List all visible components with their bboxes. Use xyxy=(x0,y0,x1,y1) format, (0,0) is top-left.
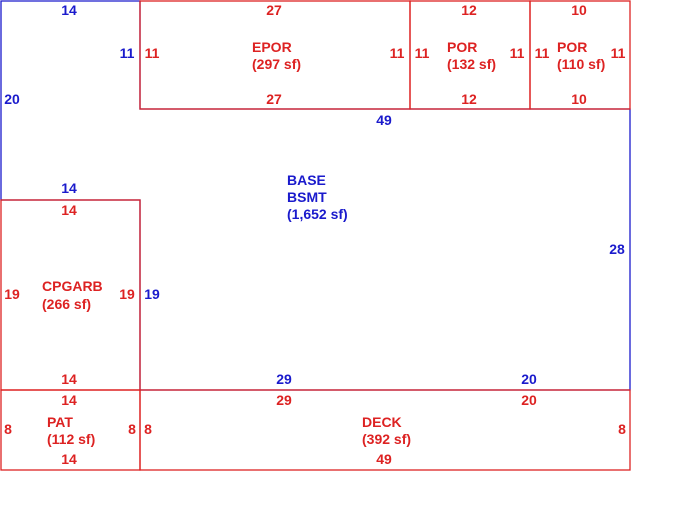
pat-area: (112 sf) xyxy=(47,431,95,447)
dim-por1-bottom: 12 xyxy=(461,91,477,107)
por1-name: POR xyxy=(447,39,477,55)
por2-area: (110 sf) xyxy=(557,56,605,72)
base-name: BASE xyxy=(287,172,326,188)
dim-cpgarb-right: 19 xyxy=(119,286,135,302)
dim-base-top-left: 14 xyxy=(61,2,77,18)
cpgarb-area: (266 sf) xyxy=(42,296,91,312)
por1-area: (132 sf) xyxy=(447,56,496,72)
dim-cpgarb-bottom: 14 xyxy=(61,371,77,387)
dim-base-right: 28 xyxy=(609,241,625,257)
deck-outline xyxy=(139,389,631,471)
dim-base-top-mid: 49 xyxy=(376,112,392,128)
dim-deck-top-left: 29 xyxy=(276,392,292,408)
dim-base-left-top: 11 xyxy=(120,45,135,61)
dim-pat-left: 8 xyxy=(4,421,12,437)
dim-epor-top: 27 xyxy=(266,2,282,18)
dim-cpgarb-top: 14 xyxy=(61,202,77,218)
dim-deck-left: 8 xyxy=(144,421,152,437)
dim-pat-bottom: 14 xyxy=(61,451,77,467)
por2-outline xyxy=(529,0,631,110)
dim-epor-bottom: 27 xyxy=(266,91,282,107)
epor-name: EPOR xyxy=(252,39,292,55)
dim-por2-bottom: 10 xyxy=(571,91,587,107)
dim-pat-top: 14 xyxy=(61,392,77,408)
dim-base-cp-right: 19 xyxy=(144,286,160,302)
dim-por1-top: 12 xyxy=(461,2,477,18)
dim-base-cp-top: 14 xyxy=(61,180,77,196)
base-name2: BSMT xyxy=(287,189,327,205)
dim-base-left: 20 xyxy=(4,91,20,107)
dim-deck-top-right: 20 xyxy=(521,392,537,408)
dim-epor-right: 11 xyxy=(390,45,405,61)
dim-por1-left: 11 xyxy=(415,45,430,61)
dim-por2-right: 11 xyxy=(611,45,626,61)
dim-por2-left: 11 xyxy=(535,45,550,61)
dim-base-bottom-right: 20 xyxy=(521,371,537,387)
dim-pat-right: 8 xyxy=(128,421,136,437)
pat-name: PAT xyxy=(47,414,73,430)
dim-deck-bottom: 49 xyxy=(376,451,392,467)
dim-epor-left: 11 xyxy=(145,45,160,61)
por2-name: POR xyxy=(557,39,587,55)
dim-cpgarb-left: 19 xyxy=(4,286,20,302)
dim-por1-right: 11 xyxy=(510,45,525,61)
dim-por2-top: 10 xyxy=(571,2,587,18)
deck-area: (392 sf) xyxy=(362,431,411,447)
base-area: (1,652 sf) xyxy=(287,206,348,222)
dim-base-bottom-left: 29 xyxy=(276,371,292,387)
cpgarb-name: CPGARB xyxy=(42,278,103,294)
dim-deck-right: 8 xyxy=(618,421,626,437)
epor-area: (297 sf) xyxy=(252,56,301,72)
deck-name: DECK xyxy=(362,414,402,430)
